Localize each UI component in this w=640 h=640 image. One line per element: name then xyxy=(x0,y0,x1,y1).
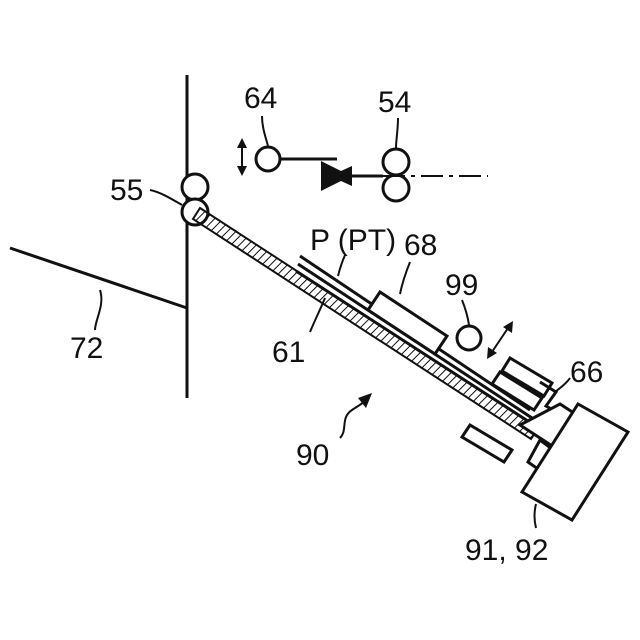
label-p-pt: P (PT) xyxy=(310,224,396,257)
leader-p xyxy=(338,255,345,276)
label-90: 90 xyxy=(296,439,329,472)
leader-66 xyxy=(555,378,570,392)
label-72: 72 xyxy=(70,332,103,365)
tray-72 xyxy=(10,248,187,308)
double-arrow-99-a xyxy=(487,347,497,359)
double-arrow-64-top xyxy=(237,138,247,148)
double-arrow-99-b xyxy=(503,321,513,333)
label-55: 55 xyxy=(110,174,143,207)
lower-jaw xyxy=(462,425,512,462)
sheet-p-3 xyxy=(296,271,534,425)
roller-64 xyxy=(256,147,280,171)
leader-72 xyxy=(95,290,101,330)
leader-61 xyxy=(310,298,325,332)
leader-54 xyxy=(396,118,398,148)
double-arrow-64-bottom xyxy=(237,166,247,176)
label-68: 68 xyxy=(404,229,437,262)
leader-68 xyxy=(400,262,410,294)
label-54: 54 xyxy=(378,86,411,119)
label-64: 64 xyxy=(244,82,277,115)
label-61: 61 xyxy=(272,336,305,369)
roller-54-lower xyxy=(383,175,409,201)
leader-55 xyxy=(150,190,182,205)
leader-64 xyxy=(262,116,268,146)
leader-99 xyxy=(462,300,469,325)
label-99: 99 xyxy=(445,269,478,302)
roller-99 xyxy=(457,326,481,350)
leader-91-92 xyxy=(535,504,537,528)
roller-54-upper xyxy=(383,149,409,175)
roller-55-upper xyxy=(182,174,208,200)
label-66: 66 xyxy=(570,356,603,389)
leader-90 xyxy=(340,400,366,438)
label-91-92: 91, 92 xyxy=(465,534,548,567)
arrow-head xyxy=(330,166,352,186)
